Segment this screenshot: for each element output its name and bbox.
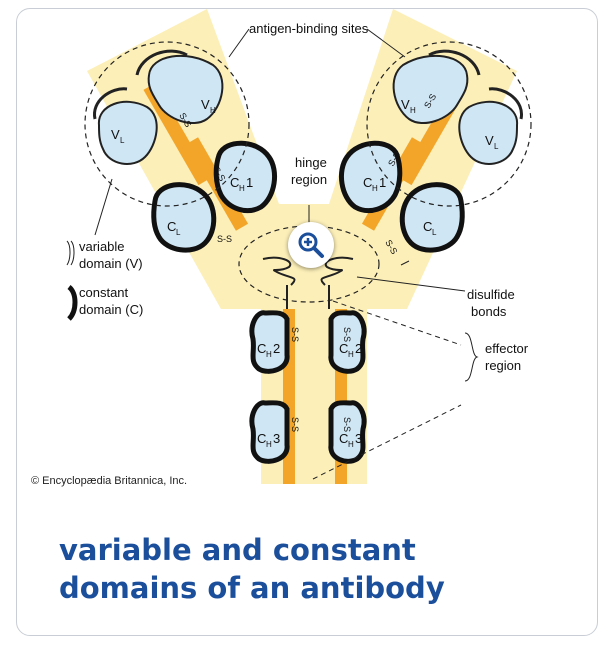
svg-text:H: H bbox=[266, 350, 272, 359]
left-constant-heavy-2: C H 2 bbox=[252, 313, 287, 372]
hinge-region-label: hinge bbox=[295, 155, 327, 170]
variable-domain-swatch bbox=[67, 241, 74, 265]
hinge-region-label-2: region bbox=[291, 172, 327, 187]
right-constant-heavy-2: C H 2 bbox=[331, 313, 364, 372]
svg-text:L: L bbox=[432, 228, 437, 237]
svg-text:H: H bbox=[348, 350, 354, 359]
svg-text:L: L bbox=[120, 136, 125, 145]
svg-text:H: H bbox=[239, 184, 245, 193]
effector-region-label: effector bbox=[485, 341, 529, 356]
right-vh-label: V bbox=[401, 97, 410, 112]
zoom-button[interactable] bbox=[288, 222, 334, 268]
variable-domain-label-2: domain (V) bbox=[79, 256, 143, 271]
effector-region-label-2: region bbox=[485, 358, 521, 373]
right-cl-label: C bbox=[423, 219, 432, 234]
svg-text:L: L bbox=[176, 228, 181, 237]
svg-text:1: 1 bbox=[379, 175, 386, 190]
right-ch2-label: C bbox=[339, 341, 348, 356]
svg-text:H: H bbox=[348, 440, 354, 449]
figure-card: V H V L C H 1 C L bbox=[16, 8, 598, 636]
constant-domain-label-2: domain (C) bbox=[79, 302, 143, 317]
bond-label: S-S bbox=[342, 417, 352, 432]
svg-text:H: H bbox=[410, 106, 416, 115]
svg-text:H: H bbox=[210, 106, 216, 115]
left-ch3-label: C bbox=[257, 431, 266, 446]
svg-text:3: 3 bbox=[355, 431, 362, 446]
constant-domain-label: constant bbox=[79, 285, 129, 300]
antigen-binding-sites-label: antigen-binding sites bbox=[249, 21, 369, 36]
svg-text:2: 2 bbox=[273, 341, 280, 356]
svg-text:H: H bbox=[266, 440, 272, 449]
bond-label: S-S bbox=[342, 327, 352, 342]
svg-text:1: 1 bbox=[246, 175, 253, 190]
image-credit: © Encyclopædia Britannica, Inc. bbox=[31, 475, 187, 487]
right-constant-light: C L bbox=[402, 185, 462, 251]
constant-domain-swatch bbox=[69, 287, 75, 319]
left-cl-label: C bbox=[167, 219, 176, 234]
zoom-in-icon bbox=[297, 231, 325, 259]
bond-label: S-S bbox=[290, 327, 300, 342]
left-ch1-label: C bbox=[230, 175, 239, 190]
svg-text:L: L bbox=[494, 142, 499, 151]
right-ch3-label: C bbox=[339, 431, 348, 446]
variable-domain-label: variable bbox=[79, 239, 125, 254]
antibody-diagram: V H V L C H 1 C L bbox=[17, 9, 598, 499]
left-ch2-label: C bbox=[257, 341, 266, 356]
left-vl-label: V bbox=[111, 127, 120, 142]
bond-label: S-S bbox=[290, 417, 300, 432]
disulfide-bonds-label: disulfide bbox=[467, 287, 515, 302]
left-constant-light: C L bbox=[154, 185, 214, 251]
svg-text:H: H bbox=[372, 184, 378, 193]
svg-text:2: 2 bbox=[355, 341, 362, 356]
svg-text:3: 3 bbox=[273, 431, 280, 446]
right-ch1-label: C bbox=[363, 175, 372, 190]
bond-label: S-S bbox=[217, 234, 232, 244]
right-vl-label: V bbox=[485, 133, 494, 148]
left-vh-label: V bbox=[201, 97, 210, 112]
figure-caption[interactable]: variable and constant domains of an anti… bbox=[59, 531, 559, 607]
right-constant-heavy-3: C H 3 bbox=[331, 403, 364, 462]
left-constant-heavy-3: C H 3 bbox=[252, 403, 287, 462]
disulfide-bonds-label-2: bonds bbox=[471, 304, 507, 319]
